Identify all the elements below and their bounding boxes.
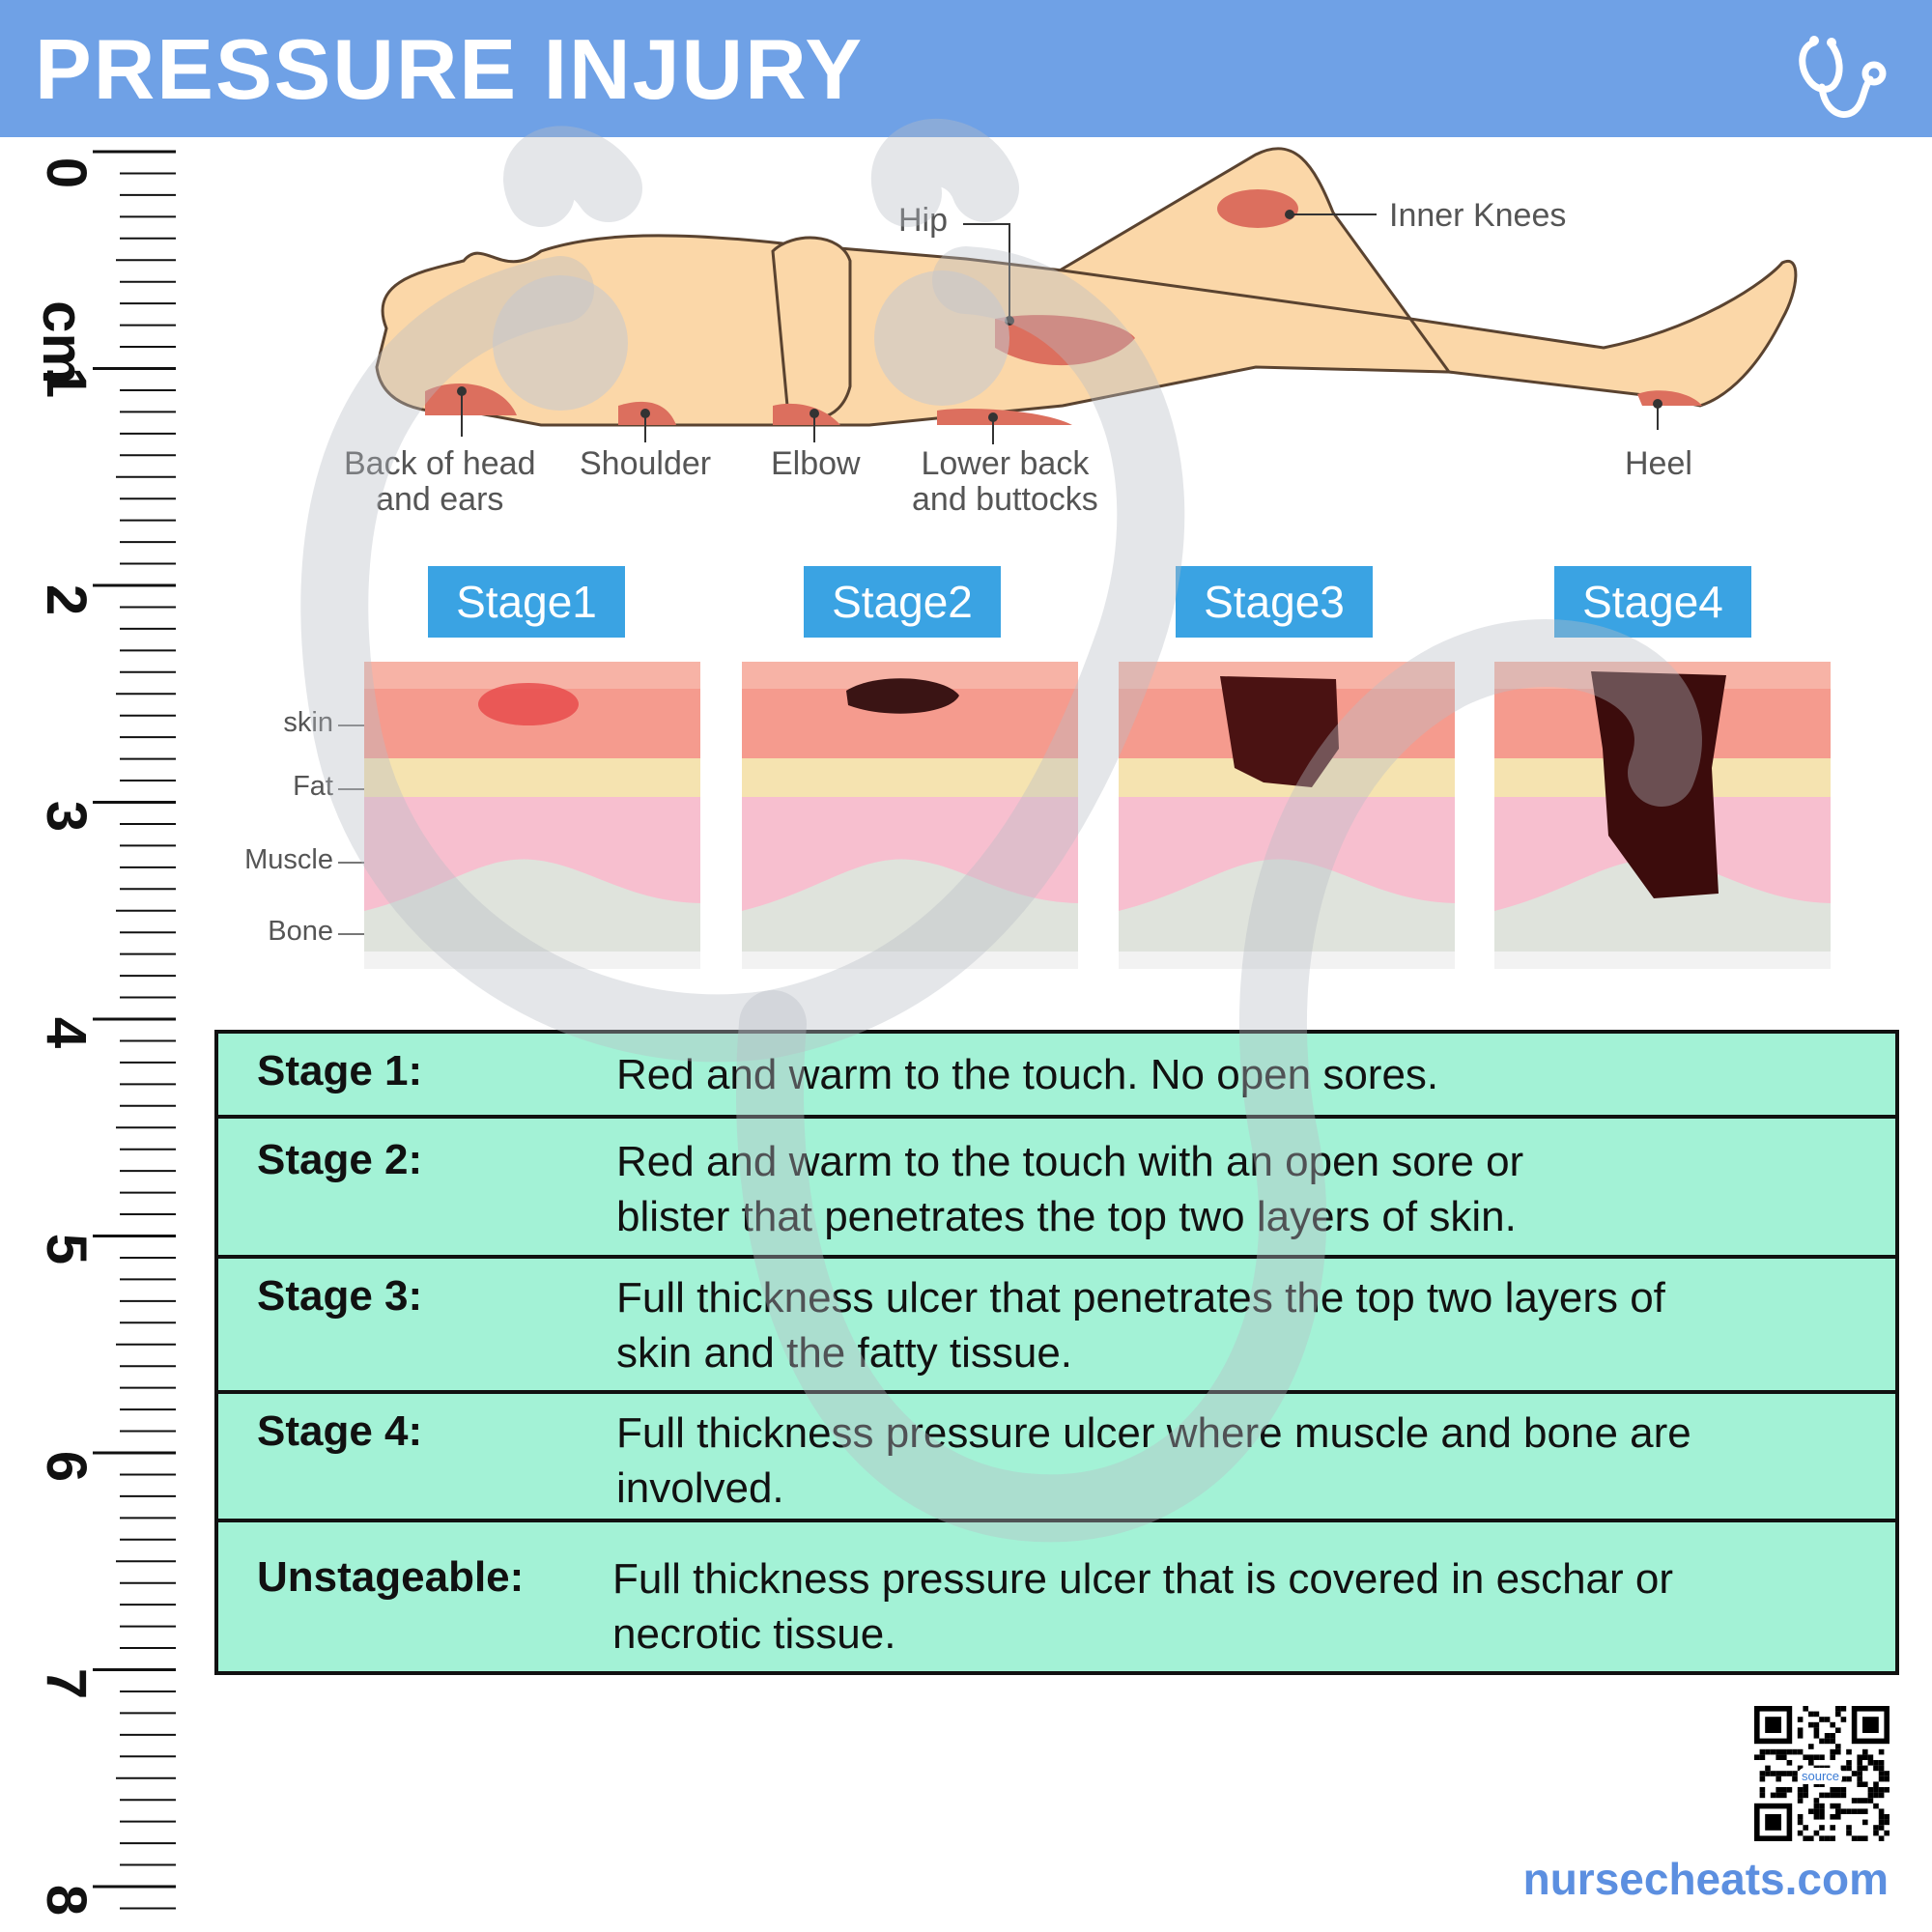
label-lower-back: Lower back and buttocks bbox=[912, 445, 1098, 519]
stage-name: Stage 1: bbox=[257, 1047, 423, 1094]
layer-line-bone bbox=[338, 933, 367, 935]
ruler-number-4: 4 bbox=[35, 1016, 98, 1049]
ruler-number-3: 3 bbox=[35, 800, 98, 833]
label-elbow: Elbow bbox=[771, 445, 861, 482]
stage-description: Full thickness pressure ulcer that is co… bbox=[612, 1551, 1868, 1662]
stage-description: Red and warm to the touch with an open s… bbox=[616, 1134, 1872, 1244]
label-back-of-head-line2: and ears bbox=[376, 481, 504, 519]
elbow-pressure-spot bbox=[773, 403, 840, 425]
stage-name: Stage 4: bbox=[257, 1407, 423, 1455]
ruler-ticks bbox=[93, 150, 176, 1910]
knee-pressure-spot bbox=[1217, 189, 1298, 228]
stage-description-line1: Red and warm to the touch with an open s… bbox=[616, 1138, 1524, 1185]
buttock-pressure-spot bbox=[937, 408, 1072, 425]
stethoscope-icon bbox=[1799, 36, 1887, 118]
label-shoulder: Shoulder bbox=[580, 445, 712, 482]
stage-description: Full thickness ulcer that penetrates the… bbox=[616, 1270, 1872, 1380]
tab-stage2: Stage2 bbox=[804, 566, 1001, 638]
ruler-number-7: 7 bbox=[35, 1667, 98, 1700]
stage-name: Unstageable: bbox=[257, 1553, 525, 1601]
table-row: Stage 1: Red and warm to the touch. No o… bbox=[218, 1034, 1895, 1119]
qr-source-label: source bbox=[1799, 1768, 1843, 1784]
stage-table: Stage 1: Red and warm to the touch. No o… bbox=[214, 1030, 1899, 1675]
label-hip: Hip bbox=[898, 202, 949, 239]
stage4-cross-section bbox=[1494, 662, 1831, 969]
layer-line-fat bbox=[338, 788, 367, 790]
stage3-cross-section bbox=[1119, 662, 1455, 969]
stage-description-line1: Full thickness pressure ulcer that is co… bbox=[612, 1555, 1674, 1603]
table-row: Stage 3: Full thickness ulcer that penet… bbox=[218, 1259, 1895, 1394]
label-heel: Heel bbox=[1625, 445, 1692, 482]
qr-code[interactable] bbox=[1754, 1706, 1889, 1841]
stage-description: Full thickness pressure ulcer where musc… bbox=[616, 1406, 1872, 1516]
hip-pressure-spot bbox=[995, 315, 1135, 366]
centimeter-ruler: 0 cm 1 2 3 4 5 6 7 8 bbox=[0, 137, 193, 1932]
header-bar: PRESSURE INJURY bbox=[0, 0, 1932, 137]
ruler-number-6: 6 bbox=[35, 1450, 98, 1483]
stage-name: Stage 2: bbox=[257, 1136, 423, 1183]
tab-stage1: Stage1 bbox=[428, 566, 625, 638]
stage-description-line2: skin and the fatty tissue. bbox=[616, 1329, 1073, 1377]
table-row: Unstageable: Full thickness pressure ulc… bbox=[218, 1522, 1895, 1671]
stage2-cross-section bbox=[742, 662, 1078, 969]
stage-name: Stage 3: bbox=[257, 1272, 423, 1320]
site-url[interactable]: nursecheats.com bbox=[1522, 1854, 1889, 1904]
layer-label-muscle: Muscle bbox=[244, 844, 333, 875]
stage-description: Red and warm to the touch. No open sores… bbox=[616, 1047, 1872, 1102]
layer-label-fat: Fat bbox=[293, 771, 333, 802]
ruler-number-8: 8 bbox=[35, 1884, 98, 1917]
stage-description-line2: blister that penetrates the top two laye… bbox=[616, 1193, 1517, 1240]
page-title: PRESSURE INJURY bbox=[35, 21, 865, 117]
label-lower-back-line2: and buttocks bbox=[912, 481, 1098, 519]
stage-description-line1: Full thickness pressure ulcer where musc… bbox=[616, 1409, 1691, 1457]
stage-description-line2: necrotic tissue. bbox=[612, 1610, 896, 1658]
tab-stage3: Stage3 bbox=[1176, 566, 1373, 638]
layer-label-bone: Bone bbox=[268, 916, 333, 947]
stage-description-line2: involved. bbox=[616, 1464, 784, 1512]
stage-description-line1: Full thickness ulcer that penetrates the… bbox=[616, 1274, 1665, 1321]
table-row: Stage 4: Full thickness pressure ulcer w… bbox=[218, 1394, 1895, 1522]
stage-description-line1: Red and warm to the touch. No open sores… bbox=[616, 1051, 1439, 1098]
stage1-cross-section bbox=[364, 662, 700, 969]
layer-line-muscle bbox=[338, 862, 367, 864]
label-back-of-head-line1: Back of head bbox=[344, 445, 536, 482]
layer-line-skin bbox=[338, 724, 367, 726]
label-lower-back-line1: Lower back bbox=[921, 445, 1090, 482]
ruler-number-2: 2 bbox=[35, 583, 98, 616]
ruler-number-5: 5 bbox=[35, 1233, 98, 1265]
tab-stage4: Stage4 bbox=[1554, 566, 1751, 638]
table-row: Stage 2: Red and warm to the touch with … bbox=[218, 1119, 1895, 1259]
label-back-of-head: Back of head and ears bbox=[344, 445, 536, 519]
layer-label-skin: skin bbox=[283, 707, 333, 738]
label-inner-knees: Inner Knees bbox=[1389, 197, 1567, 234]
